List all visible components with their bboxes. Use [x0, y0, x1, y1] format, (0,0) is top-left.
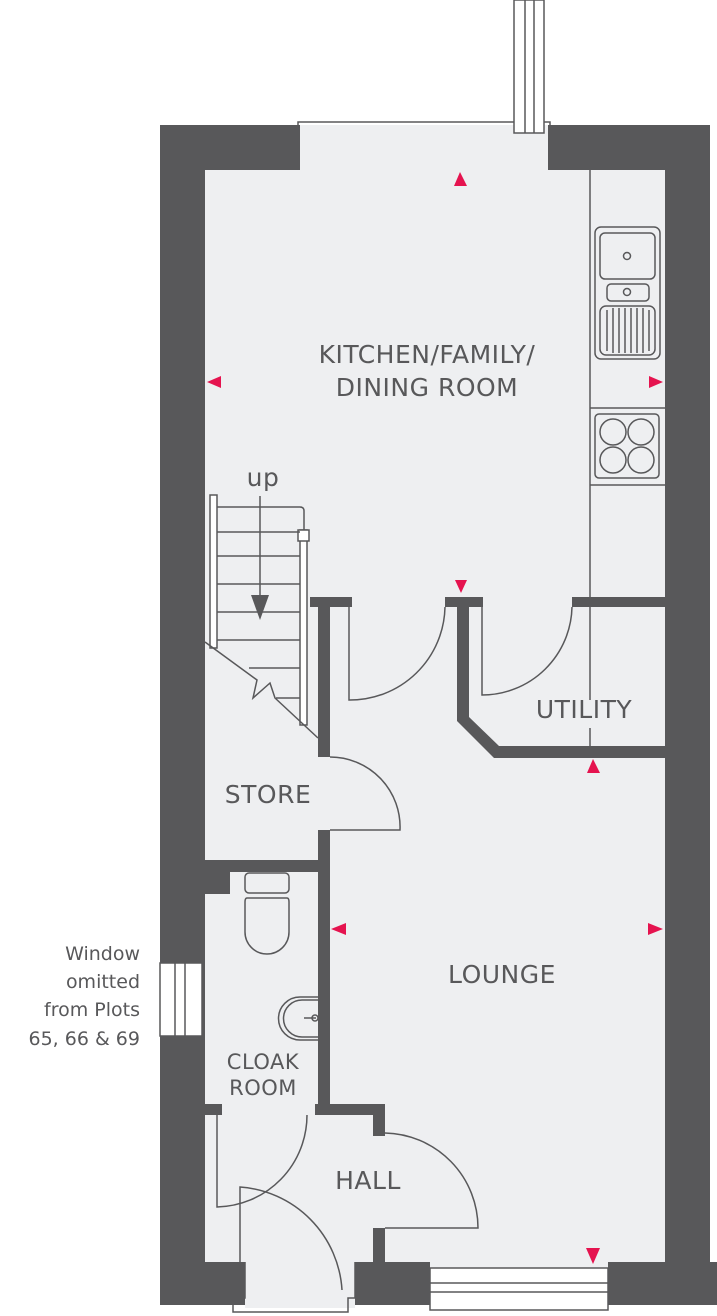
hall-label: HALL	[335, 1166, 401, 1195]
kitchen-bottom-marker-icon	[455, 580, 467, 593]
kitchen-left-marker-icon	[207, 376, 221, 388]
kitchen-top-marker-icon	[454, 172, 467, 186]
window-note-line4: 65, 66 & 69	[28, 1028, 140, 1050]
cloakroom-window-icon	[159, 962, 203, 1037]
window-note-line2: omitted	[66, 971, 140, 993]
store-door	[329, 756, 401, 831]
store-label: STORE	[225, 780, 311, 809]
internal-walls	[205, 597, 665, 1268]
hall-lounge-door	[384, 1132, 479, 1229]
front-door	[239, 1186, 343, 1291]
sink-unit-icon	[594, 226, 661, 360]
kitchen-worktop	[589, 170, 665, 746]
rear-doorway	[297, 121, 551, 140]
stairs-up-label: up	[247, 463, 280, 492]
lounge-kitchen-door	[348, 606, 446, 701]
utility-door	[481, 606, 573, 696]
utility-label: UTILITY	[536, 695, 633, 724]
wc-icon	[244, 872, 290, 955]
cloakroom-label-line2: ROOM	[229, 1076, 297, 1100]
front-window-icon	[429, 1267, 609, 1311]
hob-icon	[594, 413, 660, 479]
kitchen-right-marker-icon	[649, 376, 663, 388]
front-doorway	[232, 1262, 356, 1313]
lounge-label: LOUNGE	[448, 960, 556, 989]
rear-window-icon	[513, 0, 545, 134]
lounge-top-marker-icon	[587, 759, 600, 773]
window-note: Window omitted from Plots 65, 66 & 69	[28, 943, 140, 1050]
external-walls	[160, 125, 717, 1305]
floor-area	[205, 125, 665, 1308]
cloakroom-label-line1: CLOAK	[227, 1050, 300, 1074]
lounge-right-marker-icon	[648, 923, 663, 935]
basin-icon	[277, 996, 319, 1041]
window-note-line3: from Plots	[44, 999, 140, 1021]
dimension-markers	[207, 172, 663, 1264]
cloakroom-door	[216, 1114, 308, 1208]
door-swings	[216, 606, 573, 1291]
lounge-left-marker-icon	[331, 923, 346, 935]
kitchen-label-line1: KITCHEN/FAMILY/	[319, 340, 536, 369]
kitchen-label-line2: DINING ROOM	[336, 373, 519, 402]
staircase-icon	[204, 494, 319, 739]
window-note-line1: Window	[65, 943, 140, 965]
lounge-bottom-marker-icon	[586, 1248, 600, 1264]
